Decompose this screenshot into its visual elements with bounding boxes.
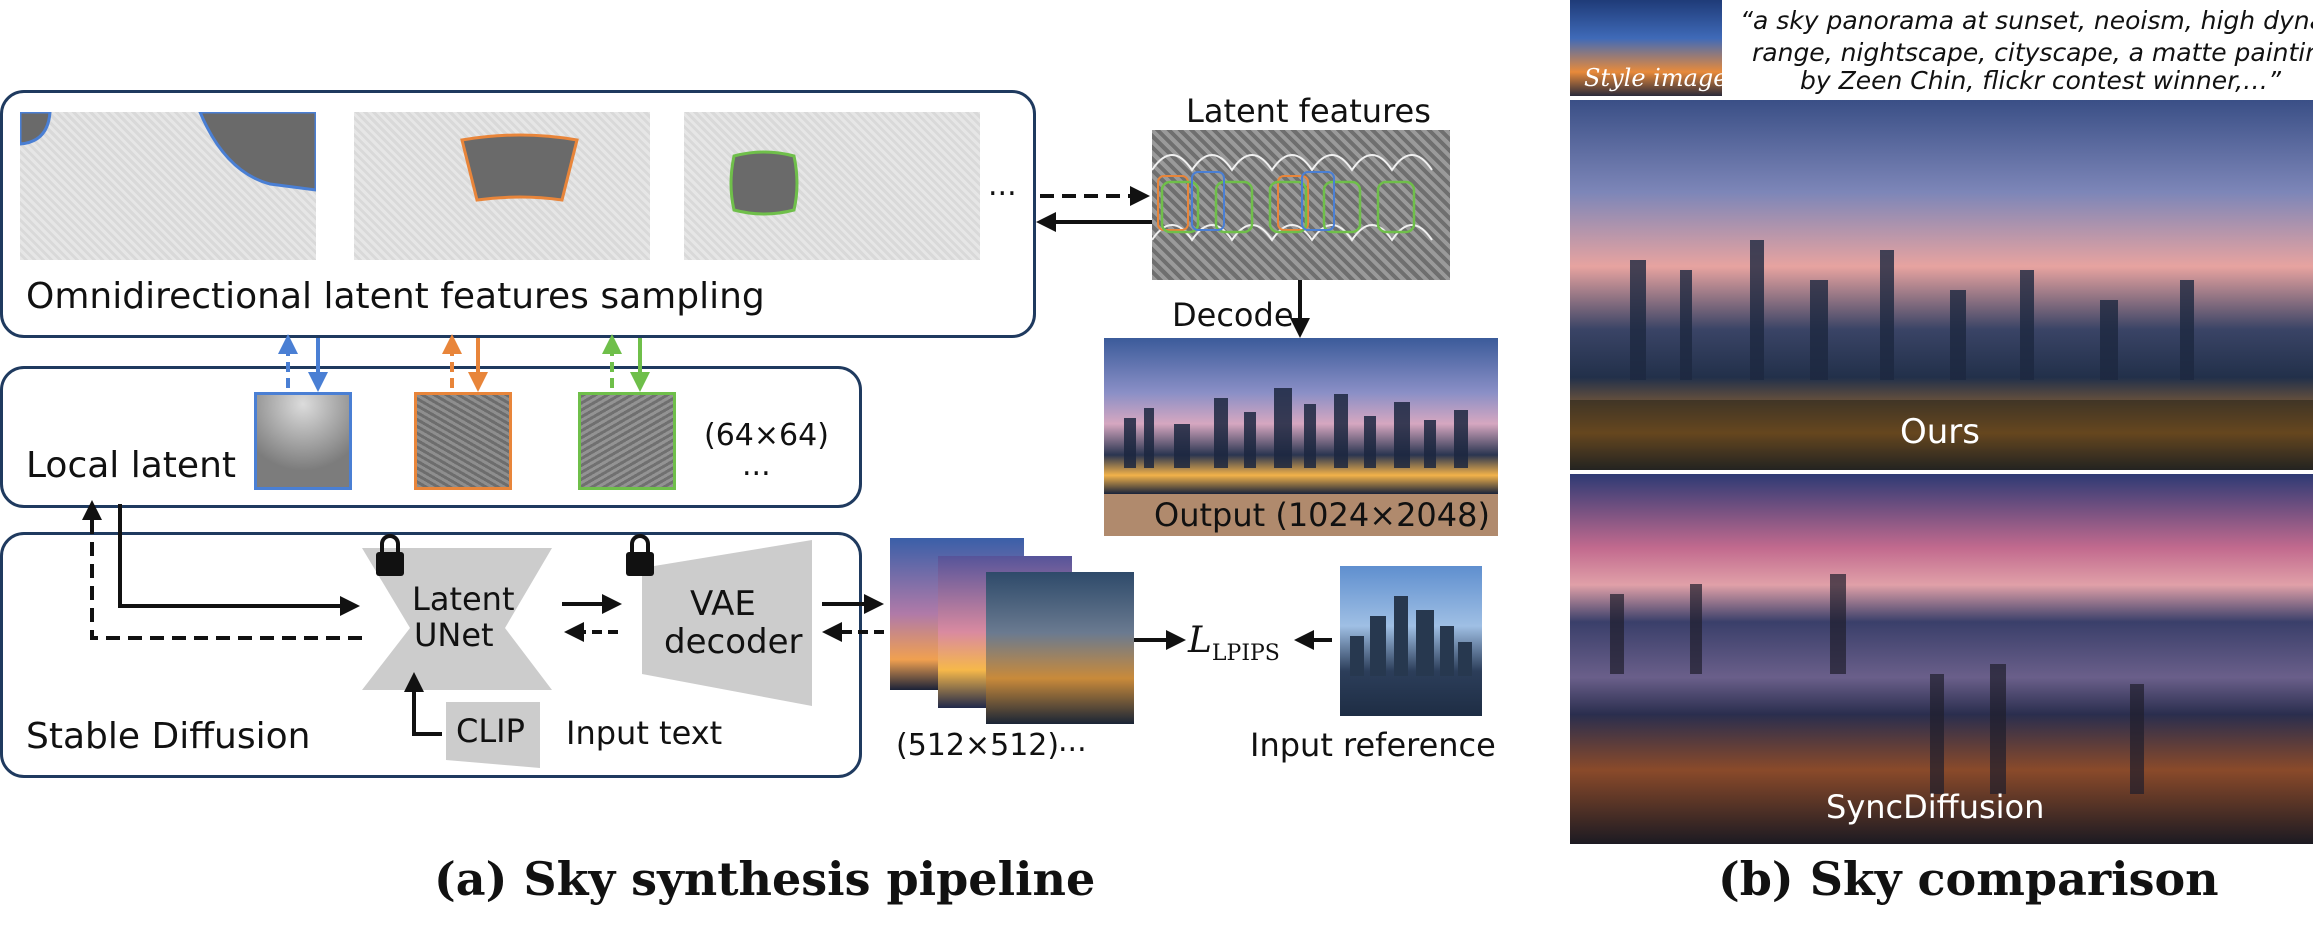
local-tile-orange [414, 392, 512, 490]
loss-label: LLPIPS [1188, 620, 1280, 666]
local-tile-blue [254, 392, 352, 490]
vae-line1: VAE [690, 584, 756, 624]
noise-tile-1 [20, 112, 316, 260]
style-image [1570, 0, 1722, 96]
latent-features-label: Latent features [1186, 92, 1431, 130]
crop-ellipsis: ... [1058, 724, 1087, 759]
local-latent-label: Local latent [26, 445, 237, 486]
prompt-line-1: “a sky panorama at sunset, neoism, high … [1740, 6, 2313, 35]
prompt-line-3: by Zeen Chin, flickr contest winner,…” [1800, 66, 2282, 95]
loss-symbol: L [1188, 620, 1212, 661]
output-label-bar [1104, 494, 1498, 536]
style-image-label: Style image [1584, 64, 1728, 92]
panel-b-caption: (b) Sky comparison [1718, 852, 2219, 906]
loss-subscript: LPIPS [1211, 641, 1280, 667]
ours-panorama [1570, 100, 2313, 470]
sync-panorama [1570, 474, 2313, 844]
sampling-ellipsis: ... [988, 168, 1017, 203]
vae-line2: decoder [664, 622, 803, 662]
latent-features-grid [1152, 130, 1450, 280]
sampling-label: Omnidirectional latent features sampling [26, 276, 765, 317]
input-text-label: Input text [566, 714, 723, 752]
reference-image [1340, 566, 1482, 716]
clip-label: CLIP [456, 712, 525, 750]
stable-diffusion-label: Stable Diffusion [26, 716, 311, 757]
local-tile-green [578, 392, 676, 490]
unet-line1: Latent [412, 580, 515, 618]
sync-label: SyncDiffusion [1826, 788, 2045, 826]
local-ellipsis: ... [742, 448, 771, 483]
input-reference-label: Input reference [1250, 726, 1496, 764]
crop-size: (512×512) [896, 728, 1060, 763]
crop-image-3 [986, 572, 1134, 724]
panel-a-caption: (a) Sky synthesis pipeline [434, 852, 1096, 906]
unet-line2: UNet [414, 616, 494, 654]
ours-label: Ours [1900, 412, 1981, 452]
decode-label: Decode [1172, 296, 1294, 334]
noise-tile-3 [684, 112, 980, 260]
local-size: (64×64) [704, 418, 829, 453]
output-label: Output (1024×2048) [1154, 496, 1490, 534]
prompt-line-2: range, nightscape, cityscape, a matte pa… [1752, 38, 2313, 67]
noise-tile-2 [354, 112, 650, 260]
output-panorama [1104, 338, 1498, 494]
